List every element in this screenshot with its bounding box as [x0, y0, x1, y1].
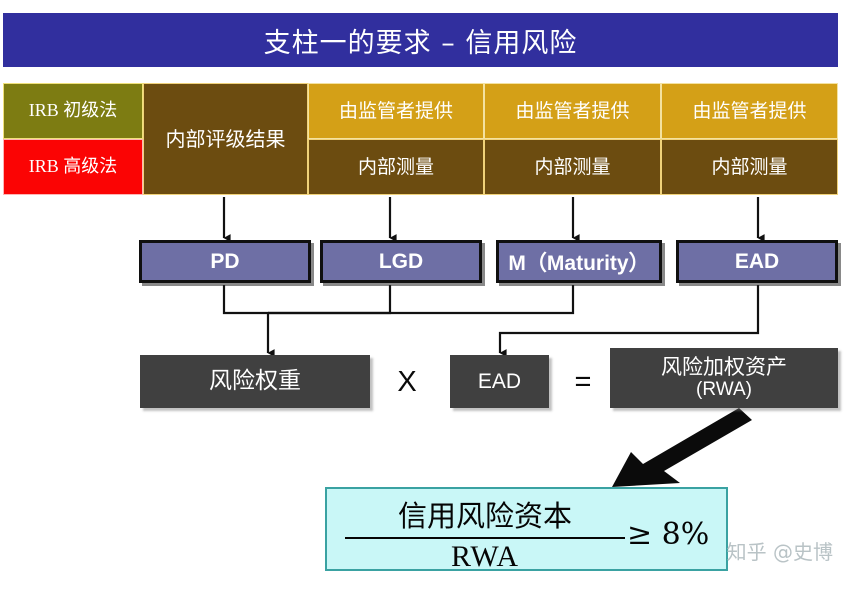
page-title: 支柱一的要求 – 信用风险 — [263, 27, 578, 59]
rwa-label-abbr: (RWA) — [696, 379, 752, 401]
capital-ratio-fraction: 信用风险资本 RWA — [345, 493, 625, 574]
matrix-cell-m-supervisor: 由监管者提供 — [484, 83, 661, 139]
fraction-bar — [345, 537, 625, 539]
equation-rwa-box[interactable]: 风险加权资产 (RWA) — [610, 348, 838, 408]
slide-title-bar: 支柱一的要求 – 信用风险 — [3, 13, 838, 67]
capital-ratio-threshold: ≥ 8% — [627, 517, 710, 552]
matrix-cell-pd-internal-rating: 内部评级结果 — [143, 83, 308, 195]
fraction-numerator: 信用风险资本 — [397, 499, 572, 533]
matrix-row-label-advanced: IRB 高级法 — [3, 139, 143, 195]
matrix-cell-ead-supervisor: 由监管者提供 — [661, 83, 838, 139]
parameter-box-pd[interactable]: PD — [139, 240, 311, 283]
matrix-row-label-foundation: IRB 初级法 — [3, 83, 143, 139]
risk-weight-label: 风险权重 — [209, 367, 301, 394]
ead-label: EAD — [477, 369, 522, 393]
matrix-cell-lgd-supervisor: 由监管者提供 — [308, 83, 484, 139]
equation-risk-weight-box[interactable]: 风险权重 — [140, 355, 370, 408]
capital-ratio-formula-box[interactable]: 信用风险资本 RWA ≥ 8% — [325, 487, 728, 574]
fraction-denominator: RWA — [450, 540, 519, 573]
matrix-cell-m-internal: 内部测量 — [484, 139, 661, 195]
matrix-cell-ead-internal: 内部测量 — [661, 139, 838, 195]
parameter-box-lgd[interactable]: LGD — [320, 240, 482, 283]
matrix-cell-lgd-internal: 内部测量 — [308, 139, 484, 195]
parameter-box-ead[interactable]: EAD — [676, 240, 838, 283]
parameter-box-maturity[interactable]: M（Maturity） — [496, 240, 662, 283]
equation-ead-box[interactable]: EAD — [450, 355, 549, 408]
equals-operator: = — [574, 365, 592, 398]
rwa-label-cn: 风险加权资产 — [661, 354, 787, 379]
watermark: 知乎 @史博 — [726, 540, 833, 564]
approach-matrix: IRB 初级法 IRB 高级法 内部评级结果 由监管者提供 内部测量 由监管者提… — [3, 83, 838, 195]
multiply-operator: X — [397, 365, 417, 398]
rwa-to-formula-arrow — [612, 408, 752, 487]
